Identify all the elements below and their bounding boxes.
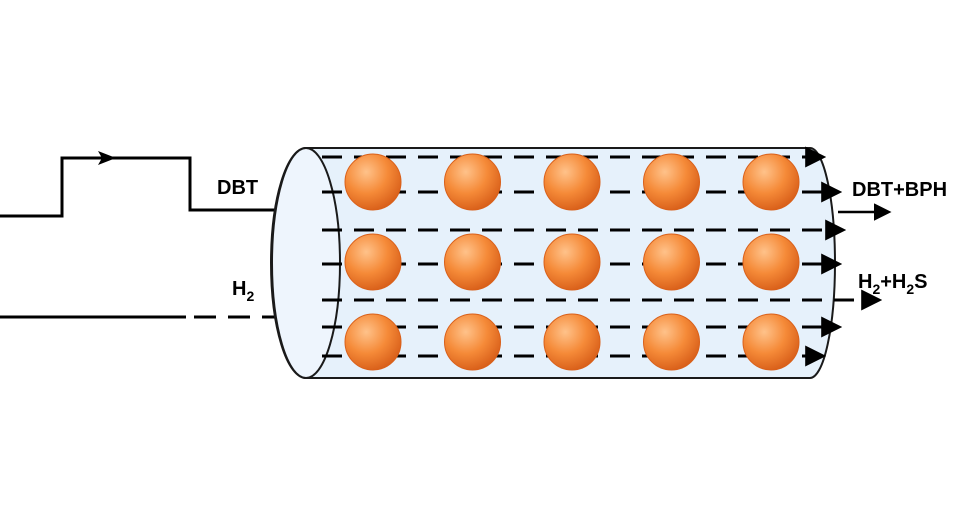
catalyst-particles — [344, 153, 800, 371]
catalyst-particle — [742, 153, 800, 211]
label-out-bottom-c: S — [914, 271, 927, 293]
label-out-top: DBT+BPH — [852, 179, 947, 201]
label-h2-in: H2 — [232, 278, 254, 304]
dbt-feed-chevron — [98, 151, 116, 165]
label-out-bottom-a-sub: 2 — [872, 281, 880, 297]
dbt-feed-line — [0, 156, 305, 218]
catalyst-particle — [643, 153, 700, 211]
catalyst-particle — [444, 153, 501, 211]
catalyst-particle — [643, 313, 700, 371]
label-dbt-in: DBT — [217, 177, 258, 199]
catalyst-particle — [344, 233, 402, 291]
inlet-lines — [0, 151, 319, 328]
label-out-bottom: H2+H2S — [858, 271, 928, 297]
label-out-bottom-b-sub: 2 — [906, 281, 914, 297]
label-out-bottom-b: +H — [880, 271, 906, 293]
label-h2-in-main: H — [232, 278, 246, 300]
catalyst-particle — [444, 233, 501, 291]
catalyst-particle — [543, 313, 601, 371]
catalyst-particle — [344, 153, 402, 211]
catalyst-particle — [344, 313, 402, 371]
catalyst-particle — [742, 233, 800, 291]
label-out-bottom-a: H — [858, 271, 872, 293]
label-h2-in-sub: 2 — [246, 288, 254, 304]
catalyst-particle — [444, 313, 501, 371]
catalyst-particle — [543, 153, 601, 211]
catalyst-particle — [543, 233, 601, 291]
catalyst-particle — [742, 313, 800, 371]
catalyst-particle — [643, 233, 700, 291]
